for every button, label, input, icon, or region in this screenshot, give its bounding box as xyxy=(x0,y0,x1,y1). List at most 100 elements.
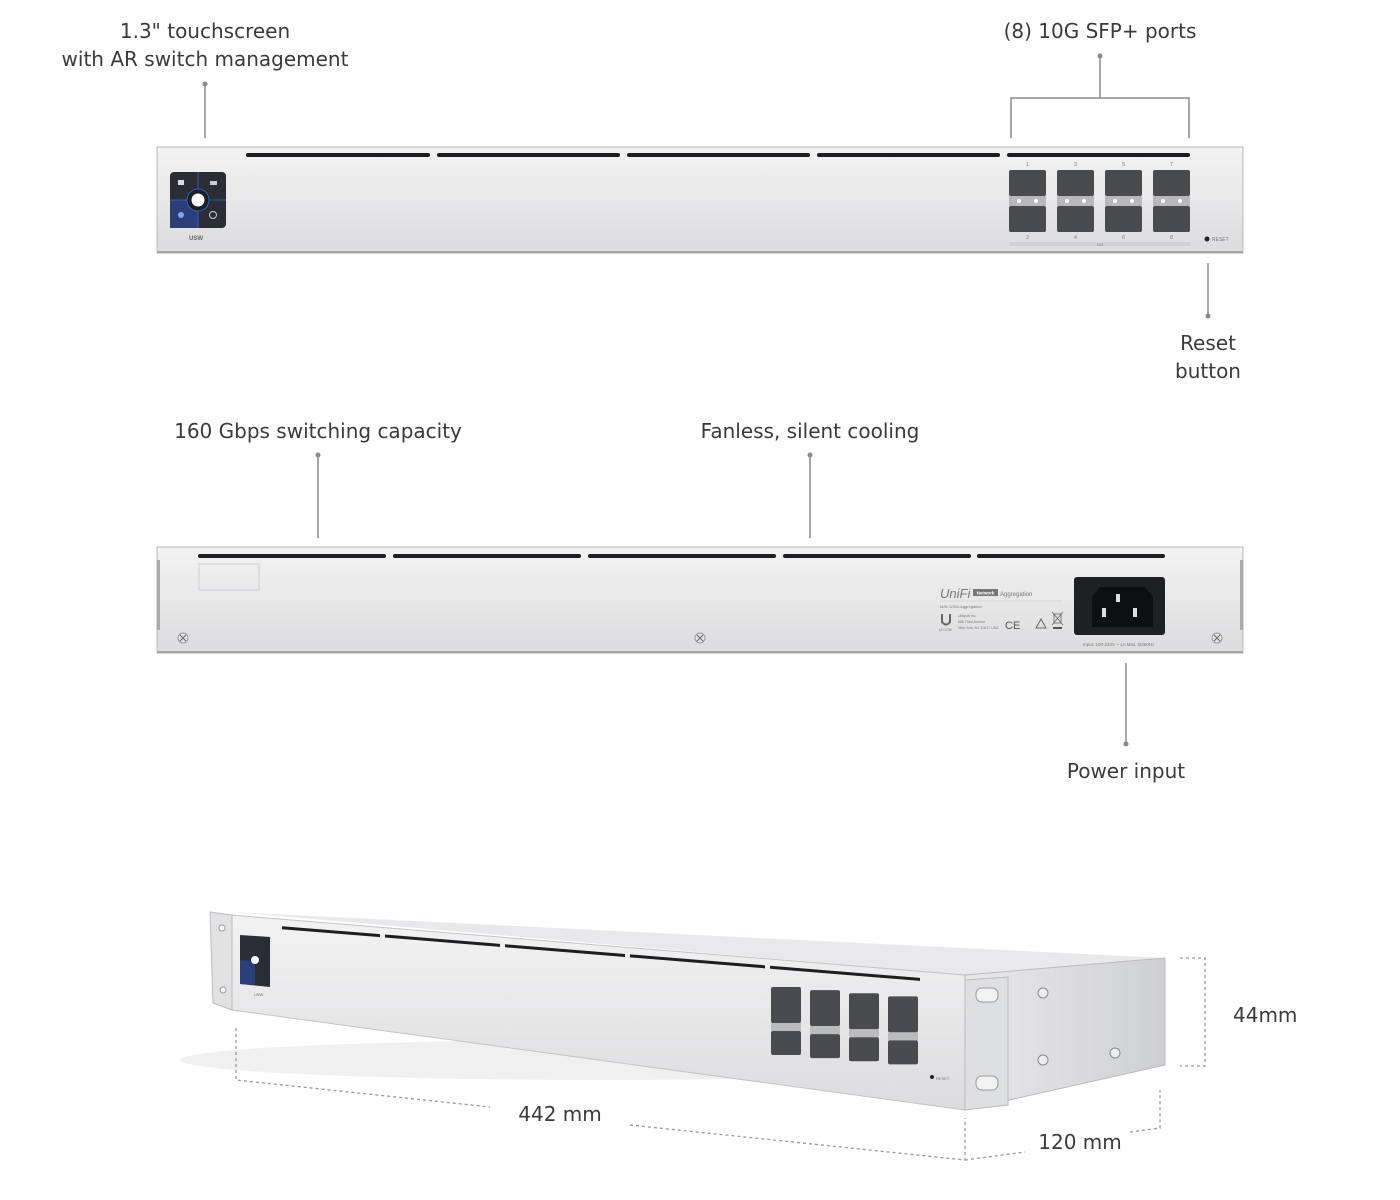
vent-slot xyxy=(1007,153,1190,157)
perspective-view: USW RESET 44mm 442 mm 120 mm xyxy=(180,911,1297,1161)
power-callout: Power input xyxy=(1067,759,1185,783)
port-number: 1 xyxy=(1026,162,1029,168)
display-label: USW xyxy=(254,992,264,997)
sfp-port-pair[interactable]: 56 xyxy=(1105,162,1142,241)
rack-ear-left xyxy=(209,911,233,1011)
reset-label: RESET xyxy=(1212,237,1229,243)
sfp-port xyxy=(888,996,918,1033)
sfp-port-pair[interactable]: 12 xyxy=(1009,162,1046,241)
height-dimension: 44mm xyxy=(1233,1003,1297,1027)
weee-bin-icon xyxy=(1051,611,1064,629)
vent-slot xyxy=(393,554,581,558)
rack-ear-right xyxy=(964,976,1009,1111)
sfp-port[interactable] xyxy=(1009,206,1046,232)
touchscreen-callout-line1: 1.3" touchscreen xyxy=(120,19,290,43)
sfp-port[interactable] xyxy=(1105,206,1142,232)
vent-slot xyxy=(627,153,810,157)
sfp-port-pair xyxy=(810,990,840,1059)
depth-dimension: 120 mm xyxy=(1038,1130,1122,1154)
vents xyxy=(282,926,920,981)
screw-icon xyxy=(177,632,189,644)
vent-slot xyxy=(783,554,971,558)
led-icon xyxy=(1082,199,1086,203)
port-number: 6 xyxy=(1122,235,1125,241)
vent-slot xyxy=(282,926,380,938)
power-inlet[interactable] xyxy=(1074,577,1165,635)
sfp-port xyxy=(810,1034,840,1059)
vent-slot xyxy=(817,153,1000,157)
network-badge: Network xyxy=(977,591,995,596)
reset-callout-line1: Reset xyxy=(1180,331,1236,355)
power-rating: Input: 100-240V ~ 1A Max, 50/60Hz xyxy=(1083,642,1155,647)
vent-slot xyxy=(770,965,920,981)
sfp-port xyxy=(849,993,879,1030)
sfp-port[interactable] xyxy=(1105,170,1142,196)
vent-slot xyxy=(588,554,776,558)
export-icon xyxy=(178,180,184,185)
screw-icon xyxy=(1109,1047,1121,1059)
sfp-port[interactable] xyxy=(1153,170,1190,196)
address-line: New York, NY 10017 USA xyxy=(958,626,999,630)
address-line: 685 Third Avenue xyxy=(958,620,985,624)
site-url: UI.COM xyxy=(939,628,952,632)
home-button-icon[interactable] xyxy=(191,193,205,207)
front-view: 1.3" touchscreen with AR switch manageme… xyxy=(62,19,1244,383)
sfp-port xyxy=(771,1031,801,1055)
led-icon xyxy=(1065,199,1069,203)
sfp-port[interactable] xyxy=(1153,206,1190,232)
display-label: USW xyxy=(189,236,203,242)
sfp-port xyxy=(771,987,801,1023)
screw-icon xyxy=(1037,987,1049,999)
sfp-port[interactable] xyxy=(1057,206,1094,232)
port-number: 8 xyxy=(1170,235,1173,241)
info-icon xyxy=(209,211,217,219)
sfp-port-pair xyxy=(888,996,918,1065)
sfp-port[interactable] xyxy=(1057,170,1094,196)
led-icon xyxy=(1017,199,1021,203)
label-area xyxy=(198,563,260,591)
front-vents xyxy=(246,153,1190,157)
network-icon xyxy=(210,181,217,185)
port-number: 5 xyxy=(1122,162,1125,168)
sfp-ports-callout: (8) 10G SFP+ ports xyxy=(1004,19,1197,43)
model-number: M/N: USW-Aggregation xyxy=(940,604,982,609)
sfp-port-pair xyxy=(771,987,801,1055)
width-dimension: 442 mm xyxy=(518,1102,602,1126)
port-group-label: 10G xyxy=(1097,243,1104,247)
led-icon xyxy=(1034,199,1038,203)
sfp-port[interactable] xyxy=(1009,170,1046,196)
reset-callout-line2: button xyxy=(1175,359,1241,383)
status-icon xyxy=(178,212,184,218)
address-line: Ubiquiti Inc. xyxy=(958,614,976,618)
touchscreen-callout-line2: with AR switch management xyxy=(62,47,349,71)
vent-slot xyxy=(505,944,625,957)
vent-slot xyxy=(246,153,430,157)
product-label: UniFi Network Aggregation M/N: USW-Aggre… xyxy=(939,586,1064,632)
cooling-callout: Fanless, silent cooling xyxy=(701,419,920,443)
vent-slot xyxy=(198,554,386,558)
vent-slot xyxy=(630,954,765,969)
sfp-port-pair[interactable]: 78 xyxy=(1153,162,1190,241)
vent-slot xyxy=(437,153,620,157)
sfp-port-pair[interactable]: 34 xyxy=(1057,162,1094,241)
led-icon xyxy=(1178,199,1182,203)
rear-view: 160 Gbps switching capacity Fanless, sil… xyxy=(156,419,1244,783)
touchscreen-display[interactable] xyxy=(170,172,226,228)
led-icon xyxy=(1113,199,1117,203)
port-number: 2 xyxy=(1026,235,1029,241)
sfp-port xyxy=(888,1040,918,1065)
ubiquiti-logo-icon xyxy=(941,614,951,626)
vent-slot xyxy=(977,554,1165,558)
screw-icon xyxy=(1211,632,1223,644)
reset-button xyxy=(930,1075,934,1079)
reset-button[interactable] xyxy=(1204,236,1210,242)
touchscreen-display xyxy=(240,935,270,987)
ce-mark: CE xyxy=(1005,620,1020,632)
product-line: Aggregation xyxy=(1000,592,1032,598)
sfp-port-pair xyxy=(849,993,879,1062)
port-number: 3 xyxy=(1074,162,1077,168)
top-face xyxy=(230,912,1165,975)
port-number: 7 xyxy=(1170,162,1173,168)
